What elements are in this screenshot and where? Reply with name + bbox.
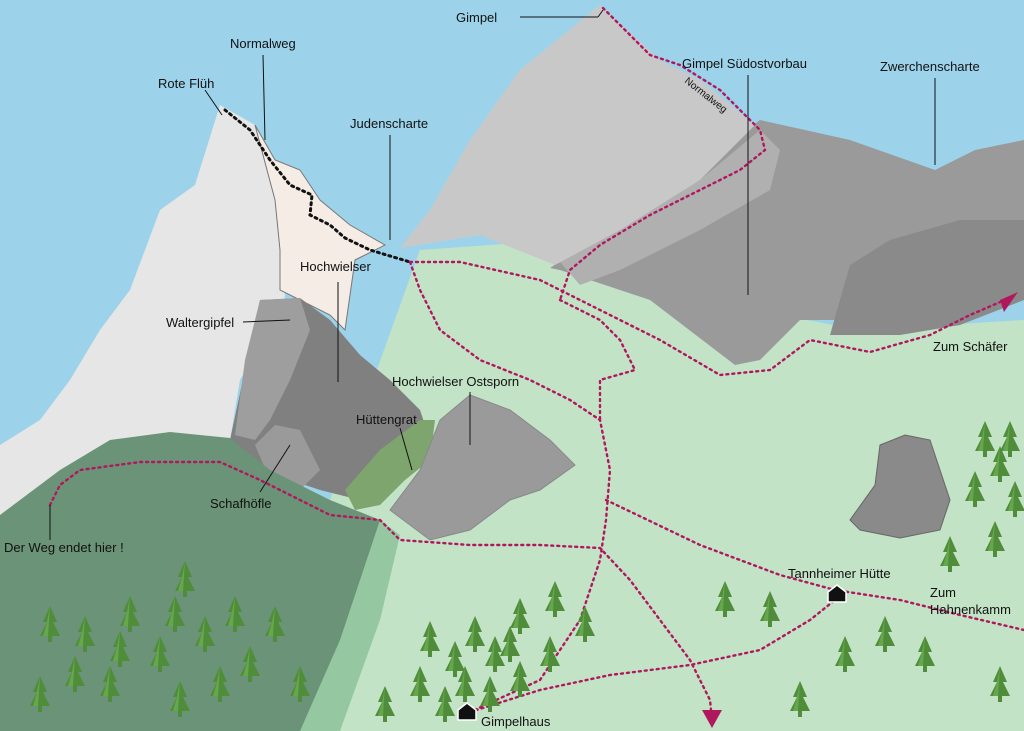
trail-zum-schaefer: [408, 260, 1007, 377]
label-schafhoefle: Schafhöfle: [210, 496, 271, 511]
label-weg-endet: Der Weg endet hier !: [4, 540, 124, 555]
trail-gimpel-normalweg: [558, 6, 767, 302]
gimpel-peak: [400, 5, 755, 265]
label-zwerchenscharte: Zwerchenscharte: [880, 59, 980, 74]
trail-branch: [558, 298, 637, 422]
arrow-head-icon: [1000, 292, 1018, 312]
label-tannheimer-huette: Tannheimer Hütte: [788, 566, 891, 581]
label-zum-hahnenkamm-1: Zum: [930, 585, 956, 600]
label-judenscharte: Judenscharte: [350, 116, 428, 131]
rote-flueh-face: [254, 124, 387, 332]
label-gimpelhaus: Gimpelhaus: [481, 714, 551, 729]
hochwielser-ostsporn: [389, 394, 576, 541]
label-huettengrat: Hüttengrat: [356, 412, 417, 427]
isolated-rock: [849, 434, 951, 539]
forest-strip: [300, 520, 400, 731]
label-zum-schaefer: Zum Schäfer: [933, 339, 1008, 354]
label-rote-flueh: Rote Flüh: [158, 76, 214, 91]
huettengrat-slope: [345, 420, 435, 510]
label-normalweg: Normalweg: [230, 36, 296, 51]
zwerchenscharte-shade: [830, 220, 1024, 335]
rote-flueh-massif: [0, 105, 285, 515]
trail-gimpelhaus-tannheimer: [468, 598, 837, 714]
label-hochwielser: Hochwielser: [300, 259, 371, 274]
waltergipfel-face: [235, 298, 310, 440]
label-gimpel: Gimpel: [456, 10, 497, 25]
label-waltergipfel: Waltergipfel: [166, 315, 234, 330]
label-gimpel-suedostvorbau: Gimpel Südostvorbau: [682, 56, 807, 71]
gimpel-suedostvorbau-light: [560, 130, 780, 285]
arrow-head-icon: [702, 710, 722, 728]
normalweg-trail: [223, 108, 412, 264]
label-hochwielser-ostsporn: Hochwielser Ostsporn: [392, 374, 519, 389]
label-zum-hahnenkamm-2: Hahnenkamm: [930, 602, 1011, 617]
